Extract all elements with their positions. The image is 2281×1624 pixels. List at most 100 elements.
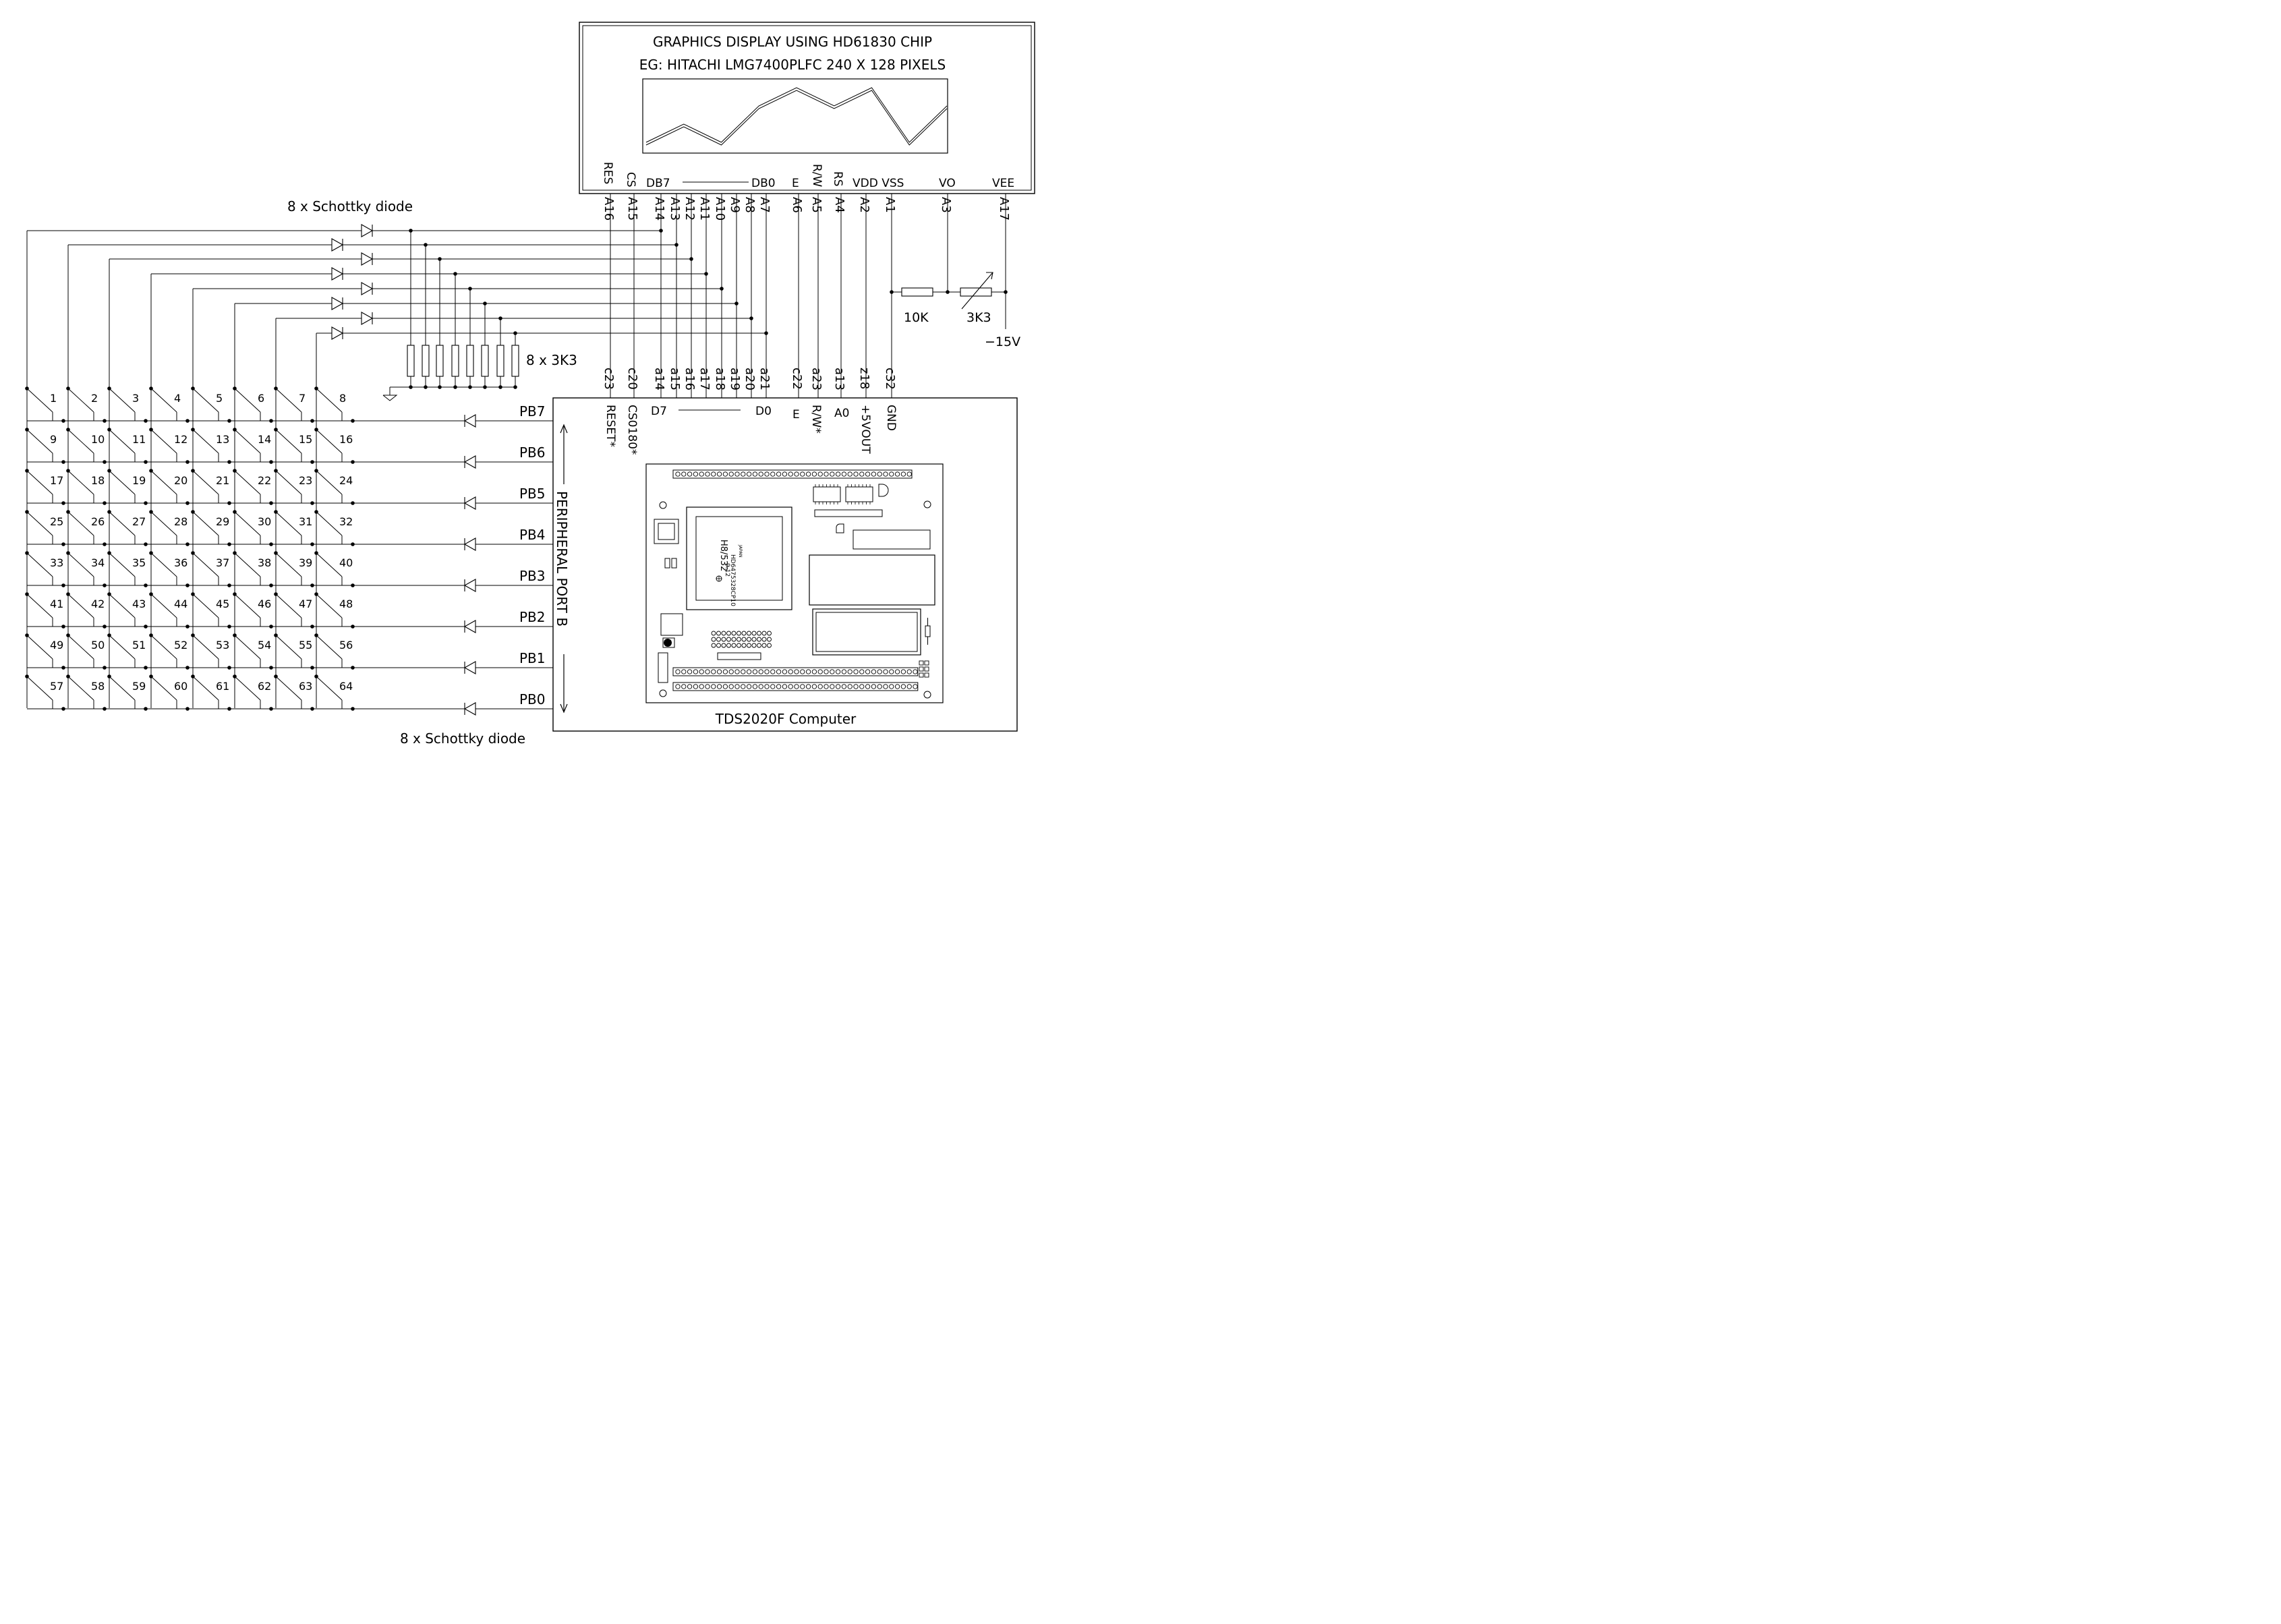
- keypad-switch: [26, 552, 53, 577]
- header-pin: [716, 669, 722, 674]
- keypad-switch: [67, 388, 94, 413]
- keypad-switch: [150, 470, 177, 495]
- header-pin: [731, 643, 737, 648]
- port-b-line-label: PB5: [519, 486, 546, 502]
- keypad-key-label: 15: [299, 433, 312, 446]
- header-pin: [758, 684, 763, 689]
- header-pin: [788, 684, 793, 689]
- jumper-pin: [924, 672, 929, 678]
- keypad-switch: [109, 635, 136, 660]
- header-pin: [731, 631, 737, 636]
- header-pin: [865, 471, 871, 477]
- header-pin: [794, 669, 799, 674]
- keypad-key-label: 40: [339, 556, 353, 569]
- keypad-key-label: 4: [174, 392, 181, 405]
- contrast-network: [890, 272, 1008, 329]
- keypad-switch: [26, 388, 53, 413]
- header-pin: [734, 669, 740, 674]
- keypad-switch: [316, 635, 343, 660]
- keypad-switch: [109, 552, 136, 577]
- header-pin: [705, 684, 710, 689]
- keypad-switch: [150, 388, 177, 413]
- header-pin: [681, 471, 687, 477]
- header-pin: [794, 684, 799, 689]
- header-pin: [687, 471, 693, 477]
- keypad-switch: [275, 429, 302, 454]
- header-pin: [805, 684, 811, 689]
- keypad-key-label: 37: [216, 556, 229, 569]
- header-pin: [894, 669, 900, 674]
- keypad-switch: [26, 676, 53, 701]
- jumper-pin: [919, 666, 924, 672]
- header-pin: [726, 637, 731, 642]
- keypad-switch: [26, 470, 53, 495]
- header-pin: [906, 669, 912, 674]
- connector-c-pin-label: a20: [743, 368, 757, 390]
- keypad-key-label: 1: [50, 392, 57, 405]
- port-b-line-label: PB3: [519, 568, 546, 584]
- connector-a-pin-label: A5: [809, 197, 824, 213]
- keypad-key-label: 50: [91, 639, 105, 651]
- pin-label-cs: CS: [624, 172, 637, 187]
- header-pin: [716, 637, 721, 642]
- keypad-key-label: 27: [132, 515, 146, 528]
- header-pin: [817, 684, 823, 689]
- schottky-diodes: [331, 224, 374, 340]
- keypad-switch: [192, 593, 219, 618]
- keypad-key-label: 36: [174, 556, 187, 569]
- junction-dot: [890, 290, 894, 294]
- keypad-key-label: 20: [174, 474, 187, 487]
- keypad-key-label: 38: [258, 556, 271, 569]
- header-pin: [741, 631, 747, 636]
- header-pin: [767, 631, 772, 636]
- header-pin: [794, 471, 799, 477]
- schottky-diode-icon: [463, 455, 476, 469]
- jumper-pin: [919, 660, 924, 666]
- signal-reset: RESET*: [604, 405, 617, 447]
- header-pin: [741, 643, 747, 648]
- pin-row-frame: [672, 469, 913, 479]
- header-pin: [761, 631, 767, 636]
- keypad-key-label: 43: [132, 598, 146, 610]
- keypad-switch: [192, 552, 219, 577]
- header-pin: [728, 669, 734, 674]
- header-pin: [737, 631, 741, 636]
- port-b-line-label: PB7: [519, 403, 546, 419]
- header-pin: [859, 684, 865, 689]
- trimmer-arrow-head: [986, 272, 993, 280]
- keypad-key-label: 60: [174, 680, 187, 693]
- keypad-switch: [234, 470, 261, 495]
- keypad-switch: [316, 676, 343, 701]
- keypad-key-label: 10: [91, 433, 105, 446]
- keypad-key-label: 54: [258, 639, 271, 651]
- connector-c-pin-label: a13: [832, 368, 846, 390]
- header-pin: [906, 471, 912, 477]
- connector-a-pin-label: A12: [683, 197, 697, 221]
- connector-c-pin-label: a23: [809, 368, 824, 390]
- port-b-line-label: PB1: [519, 650, 546, 666]
- header-pin: [877, 684, 882, 689]
- pin-label-vee: VEE: [992, 177, 1014, 190]
- header-pin: [913, 669, 918, 674]
- header-pin-block: [711, 631, 929, 678]
- keypad-key-label: 61: [216, 680, 229, 693]
- keypad-switch: [275, 511, 302, 536]
- jumper-pin: [924, 666, 929, 672]
- header-pin: [889, 471, 894, 477]
- keypad-switch: [67, 676, 94, 701]
- header-pin: [800, 684, 805, 689]
- junction-dot: [734, 301, 739, 306]
- header-pin: [776, 471, 782, 477]
- keypad-key-label: 3: [132, 392, 139, 405]
- resistor-body: [451, 345, 459, 377]
- keypad-key-label: 48: [339, 598, 353, 610]
- keypad-switch: [109, 593, 136, 618]
- connector-c-pin-label: a15: [668, 368, 682, 390]
- connector-a-pin-label: A1: [883, 197, 897, 213]
- keypad-switch: [67, 552, 94, 577]
- header-pin: [788, 471, 793, 477]
- connector-a-pin-label: A6: [790, 197, 804, 213]
- pin-label-vdd-vss: VDD VSS: [853, 177, 904, 190]
- schottky-diode-icon: [331, 238, 344, 252]
- keypad-switch: [234, 635, 261, 660]
